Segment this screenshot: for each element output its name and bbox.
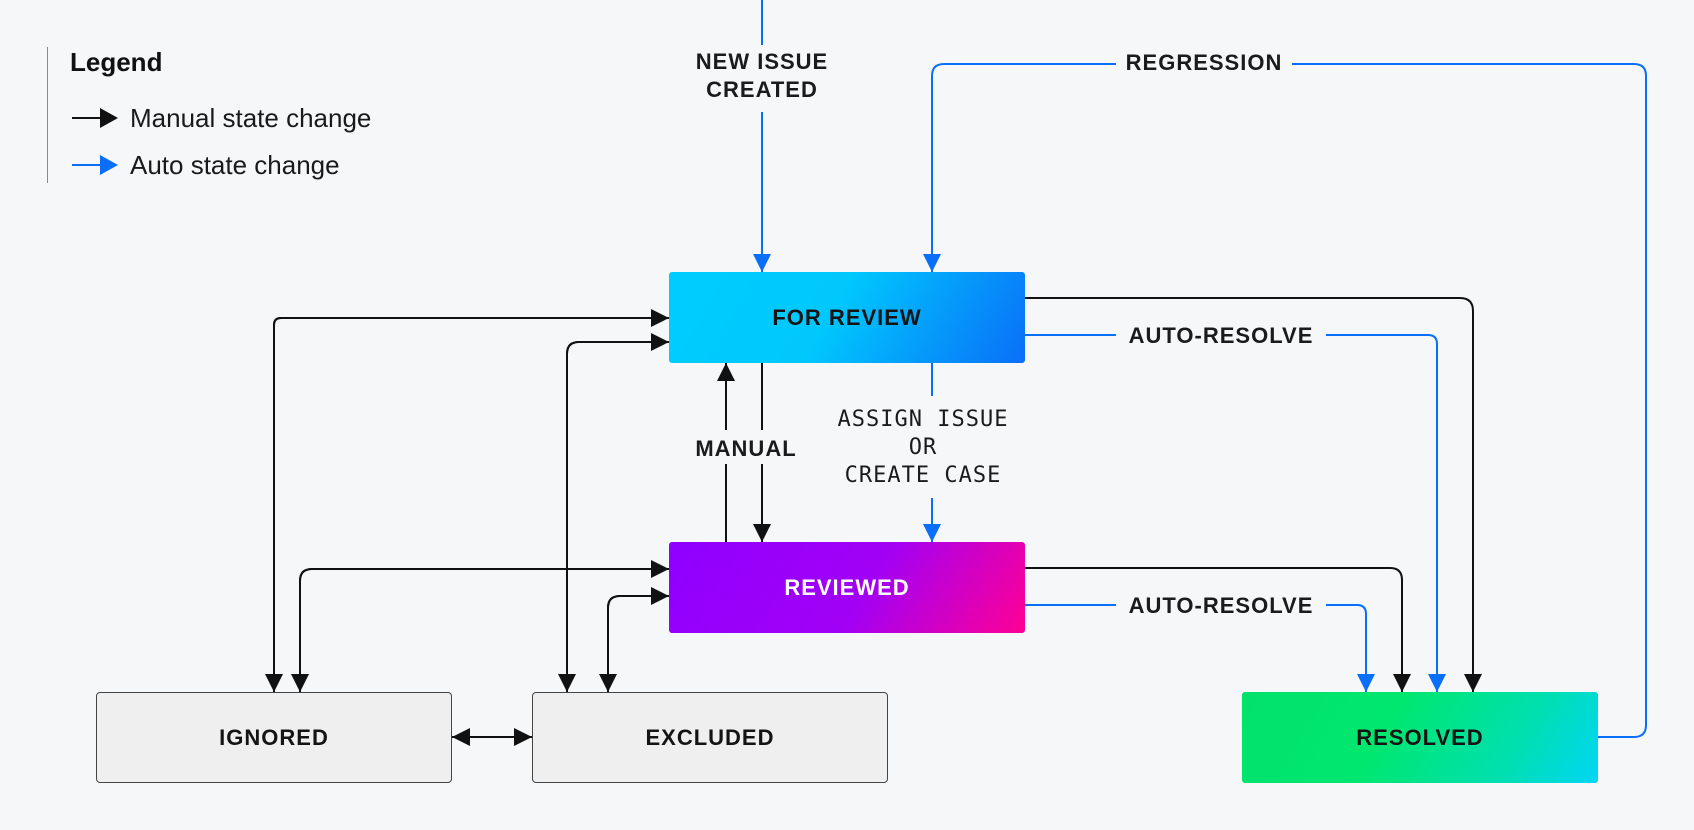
- edge-ignored-review-b: [265, 317, 669, 692]
- state-for-review: FOR REVIEW: [669, 272, 1025, 363]
- label-assign-line1: ASSIGN ISSUE: [837, 407, 1009, 432]
- legend-label-manual: Manual state change: [130, 102, 372, 133]
- legend: Legend Manual state change Auto state ch…: [47, 47, 407, 183]
- label-auto-resolve-review: AUTO-RESOLVE: [1116, 322, 1326, 350]
- label-assign-issue: ASSIGN ISSUE OR CREATE CASE: [826, 406, 1020, 490]
- legend-item-auto: Auto state change: [72, 150, 340, 180]
- state-ignored: IGNORED: [96, 692, 452, 783]
- label-manual: MANUAL: [688, 435, 804, 463]
- edge-ignored-reviewed-a: [299, 560, 669, 692]
- edge-ignored-reviewed-b: [291, 568, 669, 692]
- edge-reviewed-to-resolved: [1025, 567, 1411, 692]
- label-assign-line3: CREATE CASE: [844, 463, 1002, 488]
- label-assign-line2: OR: [908, 435, 938, 460]
- label-new-issue-created: NEW ISSUE CREATED: [688, 48, 836, 104]
- state-excluded: EXCLUDED: [532, 692, 888, 783]
- state-resolved: RESOLVED: [1242, 692, 1598, 783]
- legend-title: Legend: [70, 47, 163, 77]
- label-new-issue-line2: CREATED: [706, 77, 818, 102]
- label-new-issue-line1: NEW ISSUE: [695, 49, 829, 74]
- state-reviewed: REVIEWED: [669, 542, 1025, 633]
- edge-excluded-reviewed-b: [599, 595, 669, 692]
- edge-excluded-reviewed-a: [607, 587, 669, 692]
- edge-review-to-resolved: [1025, 297, 1482, 692]
- edge-auto-resolve-review: [1025, 334, 1437, 692]
- label-auto-resolve-reviewed: AUTO-RESOLVE: [1116, 592, 1326, 620]
- legend-item-manual: Manual state change: [72, 103, 371, 133]
- edge-auto-resolve-reviewed: [1025, 604, 1366, 692]
- legend-label-auto: Auto state change: [130, 149, 340, 180]
- black-arrow-icon: [72, 108, 118, 128]
- edge-ignored-review-a: [273, 309, 669, 692]
- blue-arrow-icon: [72, 155, 118, 175]
- edge-regression: [932, 63, 1647, 738]
- label-regression: REGRESSION: [1116, 49, 1292, 77]
- edge-excluded-review-b: [558, 341, 669, 692]
- edge-excluded-review-a: [566, 333, 669, 692]
